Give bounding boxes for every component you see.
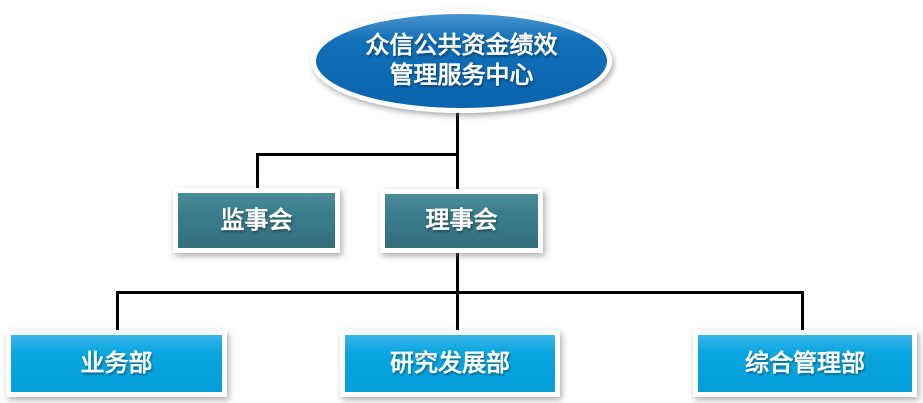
node-supervisory-board: 监事会: [173, 188, 340, 253]
connector-bottom-horizontal: [116, 291, 804, 294]
node-general-mgmt-dept-label: 综合管理部: [745, 349, 865, 377]
connector-root-to-council: [456, 110, 459, 190]
node-research-dept-label: 研究发展部: [390, 349, 510, 377]
node-business-dept-label: 业务部: [80, 349, 153, 377]
connector-to-general-mgmt-dept: [801, 291, 804, 331]
node-council: 理事会: [380, 189, 543, 253]
connector-to-business-dept: [116, 291, 119, 331]
node-supervisory-board-label: 监事会: [220, 206, 293, 234]
node-research-dept: 研究发展部: [340, 330, 560, 397]
connector-top-horizontal: [256, 153, 459, 156]
node-general-mgmt-dept: 综合管理部: [693, 330, 917, 397]
root-node-label-line2: 管理服务中心: [389, 62, 534, 89]
node-business-dept: 业务部: [6, 330, 227, 397]
root-node-label-line1: 众信公共资金绩效: [365, 32, 558, 59]
node-council-label: 理事会: [425, 207, 498, 234]
connector-to-supervisory-board: [256, 153, 259, 189]
root-node: 众信公共资金绩效 管理服务中心: [311, 9, 612, 113]
